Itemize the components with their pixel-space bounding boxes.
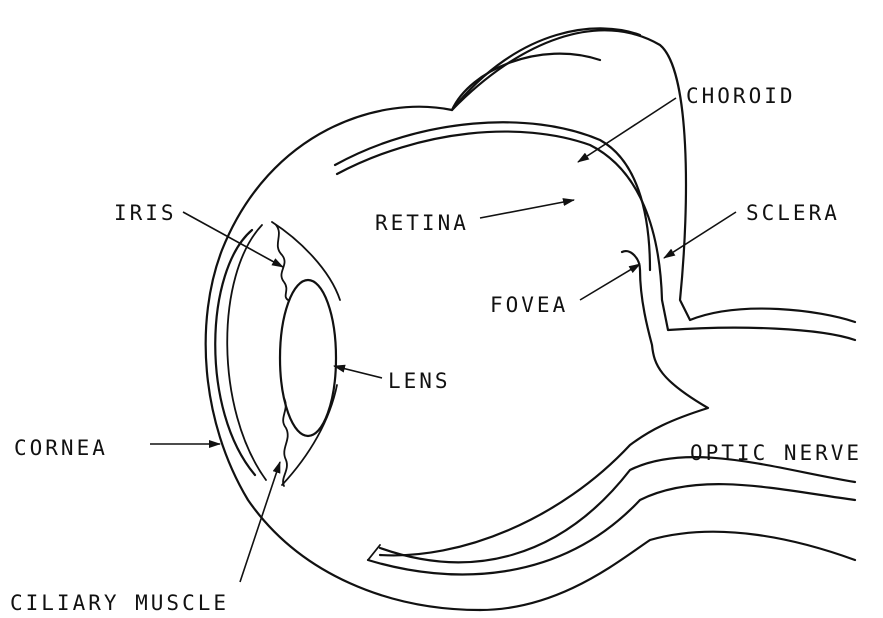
label-lens: LENS [388, 369, 451, 393]
label-iris: IRIS [114, 201, 177, 225]
choroid-upper-band [452, 54, 600, 110]
iris-leader [183, 212, 283, 267]
label-retina: RETINA [375, 211, 469, 235]
label-fovea: FOVEA [490, 293, 568, 317]
lens-leader [334, 366, 382, 378]
label-cornea: CORNEA [14, 436, 108, 460]
label-optic-nerve: OPTIC NERVE [690, 441, 862, 465]
label-ciliary-muscle: CILIARY MUSCLE [10, 591, 229, 615]
anterior-chamber-upper [272, 222, 340, 300]
cornea-inner [227, 225, 266, 480]
label-choroid: CHOROID [686, 84, 796, 108]
lower-sheath [380, 457, 855, 562]
sclera-leader [664, 212, 736, 258]
iris-upper [276, 225, 288, 300]
sclera-top-arc [452, 30, 855, 322]
sclera-outer-upper [206, 28, 640, 610]
ciliary-muscle-leader [240, 462, 280, 582]
bottom-sheath [480, 532, 855, 610]
retina-leader [480, 200, 574, 218]
lens-shape [280, 280, 336, 436]
ciliary-band [368, 545, 380, 560]
retina-wall [335, 122, 650, 270]
fovea-leader [580, 264, 640, 300]
label-sclera: SCLERA [746, 201, 840, 225]
choroid-leader [578, 98, 676, 162]
